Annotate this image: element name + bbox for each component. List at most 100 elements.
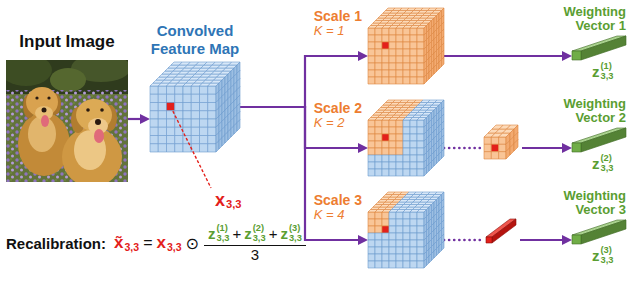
math-symbol: z xyxy=(280,225,288,242)
cube-cell xyxy=(222,135,225,146)
cube-cell xyxy=(158,127,166,135)
math-superscript: (3) xyxy=(289,224,300,234)
cube-cell xyxy=(396,70,403,77)
connector-arrow xyxy=(444,240,568,241)
cube-cell xyxy=(375,233,382,240)
cube-cell xyxy=(396,77,403,84)
cube-cell xyxy=(200,136,208,144)
math-fraction: z(1)3,3+z(2)3,3+z(3)3,33 xyxy=(204,224,306,263)
cube-cell xyxy=(410,127,417,134)
connector-arrow xyxy=(444,56,568,57)
vector-face xyxy=(572,235,581,244)
cube-cell xyxy=(382,134,389,141)
cube-cell xyxy=(403,169,410,176)
cube-cell xyxy=(167,136,175,144)
cube-cell xyxy=(382,120,389,127)
math-subscript: 3,3 xyxy=(167,242,182,253)
math-symbol: z xyxy=(592,247,600,264)
cube-cell xyxy=(396,28,403,35)
connector-arrow xyxy=(240,107,364,240)
weighting-vector: Weighting Vector 1 xyxy=(572,36,626,60)
connector-arrow xyxy=(240,56,364,107)
math-symbol: x̃ xyxy=(114,233,123,253)
cube-cell xyxy=(382,28,389,35)
math-superscript: (2) xyxy=(253,224,264,234)
math-subscript: 3,3 xyxy=(601,256,614,266)
cube-cell xyxy=(150,127,158,135)
cube-cell xyxy=(368,162,375,169)
cube-cell xyxy=(368,219,375,226)
cube-cell xyxy=(191,103,199,111)
cube-cell xyxy=(231,126,234,137)
cube-cell xyxy=(403,155,410,162)
cube-cell xyxy=(403,42,410,49)
arrow-segment xyxy=(520,239,568,241)
cube-cell xyxy=(375,240,382,247)
cube-cell xyxy=(403,77,410,84)
cube-cell xyxy=(382,77,389,84)
cube-cell xyxy=(396,162,403,169)
cube-cell xyxy=(403,219,410,226)
cube-cell xyxy=(389,120,396,127)
cube-cell xyxy=(382,49,389,56)
cube-cell xyxy=(403,134,410,141)
cube-cell xyxy=(237,120,240,131)
cube-cell xyxy=(389,247,396,254)
cube-cell xyxy=(417,120,424,127)
cube-cell xyxy=(389,226,396,233)
cube-cell xyxy=(396,226,403,233)
cube-cell xyxy=(375,162,382,169)
math-superscript: (2) xyxy=(601,154,612,164)
scale-name: Scale 2 xyxy=(314,100,362,116)
cube-cell xyxy=(200,144,208,152)
vector-face xyxy=(581,220,626,244)
vector-symbol: z(1)3,3 xyxy=(590,62,615,82)
cube-cell xyxy=(410,212,417,219)
cube-cell xyxy=(389,77,396,84)
cube-cell xyxy=(150,111,158,119)
cube-cell xyxy=(417,233,424,240)
cube-cell xyxy=(150,94,158,102)
vector-title: Weighting Vector 2 xyxy=(554,97,626,125)
cube-cell xyxy=(396,120,403,127)
math-indices: 3,3 xyxy=(125,242,140,253)
pooled-cube xyxy=(484,125,518,159)
equals-sign: = xyxy=(143,234,152,252)
math-symbol: x xyxy=(215,190,225,211)
math-superscript: (1) xyxy=(217,224,228,234)
dotted-segment xyxy=(444,239,482,242)
cube-cell xyxy=(375,77,382,84)
pooled-bar xyxy=(486,219,516,243)
cube-cell xyxy=(389,70,396,77)
cube-cell xyxy=(150,144,158,152)
cube-cell xyxy=(183,86,191,94)
cube-cell xyxy=(225,132,228,143)
math-subscript: 3,3 xyxy=(125,242,140,253)
math-indices: (1)3,3 xyxy=(601,62,614,82)
cube-cell xyxy=(382,254,389,261)
cube-cell xyxy=(368,254,375,261)
scale-name: Scale 3 xyxy=(314,192,362,208)
cube-cell xyxy=(150,103,158,111)
input-photo xyxy=(0,54,131,187)
cube-cell xyxy=(389,35,396,42)
cube-cell xyxy=(417,63,424,70)
cube-cell xyxy=(375,169,382,176)
scale-cube: Scale 3K = 4 xyxy=(368,192,444,268)
cube-cell xyxy=(403,63,410,70)
cube-cell xyxy=(389,127,396,134)
cube-cell xyxy=(200,86,208,94)
cube-cell xyxy=(158,144,166,152)
cube-cell xyxy=(175,94,183,102)
caption-block: Input Image xyxy=(19,32,114,52)
scale-cube: Scale 1K = 1 xyxy=(368,8,444,84)
cube-cell xyxy=(382,226,389,233)
cube-cell xyxy=(382,162,389,169)
cube-cell xyxy=(389,254,396,261)
cube-cell xyxy=(208,144,216,152)
math-term: z(3)3,3 xyxy=(592,246,613,266)
cube-cell xyxy=(389,56,396,63)
cube-cell xyxy=(417,261,424,268)
cube-cell xyxy=(216,141,219,152)
cube-cell xyxy=(208,103,216,111)
